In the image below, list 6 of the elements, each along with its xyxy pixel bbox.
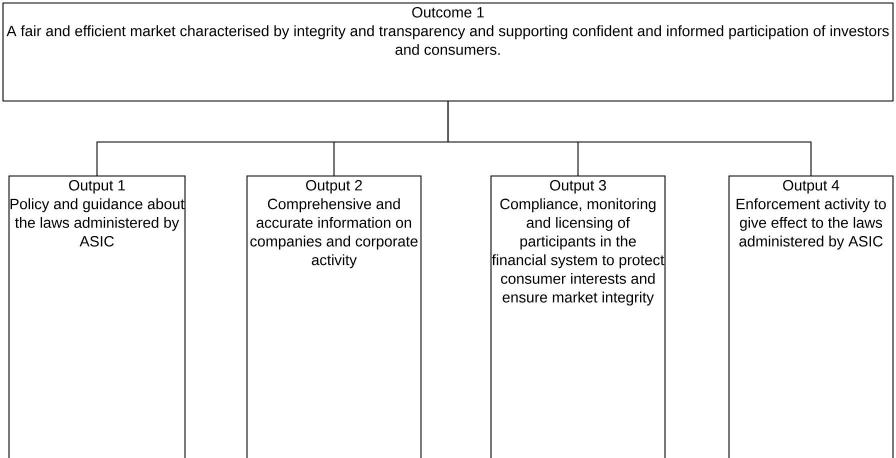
text-box: Output 1 Policy and guidance about the laws administered by ASIC <box>8 175 186 458</box>
text-box: Output 3 Compliance, monitoring and licensing of participants in the financial system to protect consumer interests and ensure market integrity <box>490 175 666 458</box>
connector-line <box>447 101 812 176</box>
text-box: Output 4 Enforcement activity to give effect to the laws administered by ASIC <box>728 175 894 458</box>
text-box: Outcome 1 A fair and efficient market characterised by integrity and transparency and supporting confident and informed participation of investors and consumers. <box>2 2 894 102</box>
text-box: Output 2 Comprehensive and accurate information on companies and corporate activity <box>246 175 422 458</box>
